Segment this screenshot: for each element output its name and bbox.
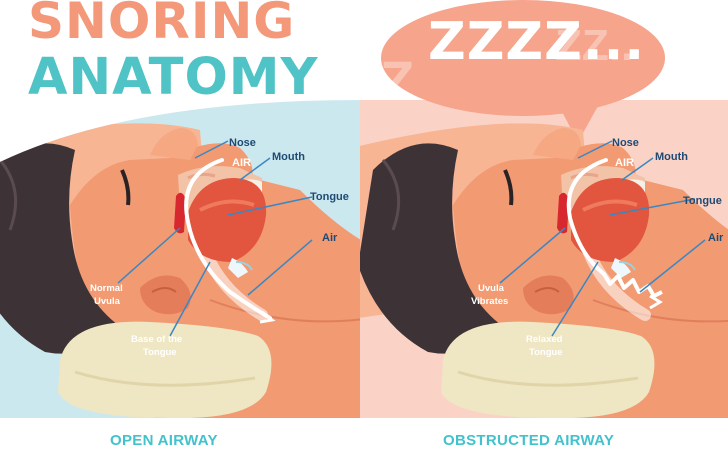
right-air-upper-label: AIR bbox=[615, 157, 634, 169]
right-tongue-label: Tongue bbox=[683, 195, 722, 207]
right-mouth-label: Mouth bbox=[655, 151, 688, 163]
left-airflow-arrowhead bbox=[259, 310, 276, 324]
title-line-1: SNORING bbox=[28, 0, 296, 50]
right-base-label-line1: Relaxed bbox=[526, 334, 563, 345]
obstructed-airway-caption: OBSTRUCTED AIRWAY bbox=[443, 432, 615, 449]
left-mouth-label: Mouth bbox=[272, 151, 305, 163]
left-air-lower-label: Air bbox=[322, 232, 338, 244]
right-uvula-label-line2: Vibrates bbox=[471, 296, 508, 307]
right-base-label-line2: Tongue bbox=[529, 347, 563, 358]
right-nose-label: Nose bbox=[612, 137, 639, 149]
right-airflow-arrow bbox=[566, 158, 608, 276]
right-turbulent-airflow bbox=[602, 272, 663, 298]
right-air-lower-label: Air bbox=[708, 232, 724, 244]
left-base-label-line2: Tongue bbox=[143, 347, 177, 358]
speech-bubble-ghost-z: Z bbox=[380, 49, 414, 112]
speech-bubble bbox=[381, 0, 665, 116]
speech-bubble-tail bbox=[560, 106, 598, 142]
left-uvula-label-line2: Uvula bbox=[94, 296, 121, 307]
open-airway-panel: Nose AIR Mouth Tongue Air Normal Uvula B… bbox=[0, 100, 360, 418]
obstructed-airway-panel: Z ZZ.. Nose AIR Mouth Tongue Air Uvula V… bbox=[360, 0, 728, 418]
right-airflow-arrowhead bbox=[649, 294, 663, 310]
speech-bubble-text: ZZZZ... bbox=[428, 12, 646, 72]
left-nose-label: Nose bbox=[229, 137, 256, 149]
speech-bubble-ghost-zz: ZZ.. bbox=[555, 21, 633, 70]
title-line-2: ANATOMY bbox=[28, 48, 319, 107]
left-airflow-arrow bbox=[184, 158, 272, 320]
right-uvula-label-line1: Uvula bbox=[478, 283, 505, 294]
left-leader-lines bbox=[117, 140, 313, 337]
left-base-label-line1: Base of the bbox=[131, 334, 182, 345]
right-leader-lines bbox=[499, 140, 706, 337]
left-air-upper-label: AIR bbox=[232, 157, 251, 169]
left-uvula-label-line1: Normal bbox=[90, 283, 123, 294]
left-tongue-label: Tongue bbox=[310, 191, 349, 203]
open-airway-caption: OPEN AIRWAY bbox=[110, 432, 218, 449]
